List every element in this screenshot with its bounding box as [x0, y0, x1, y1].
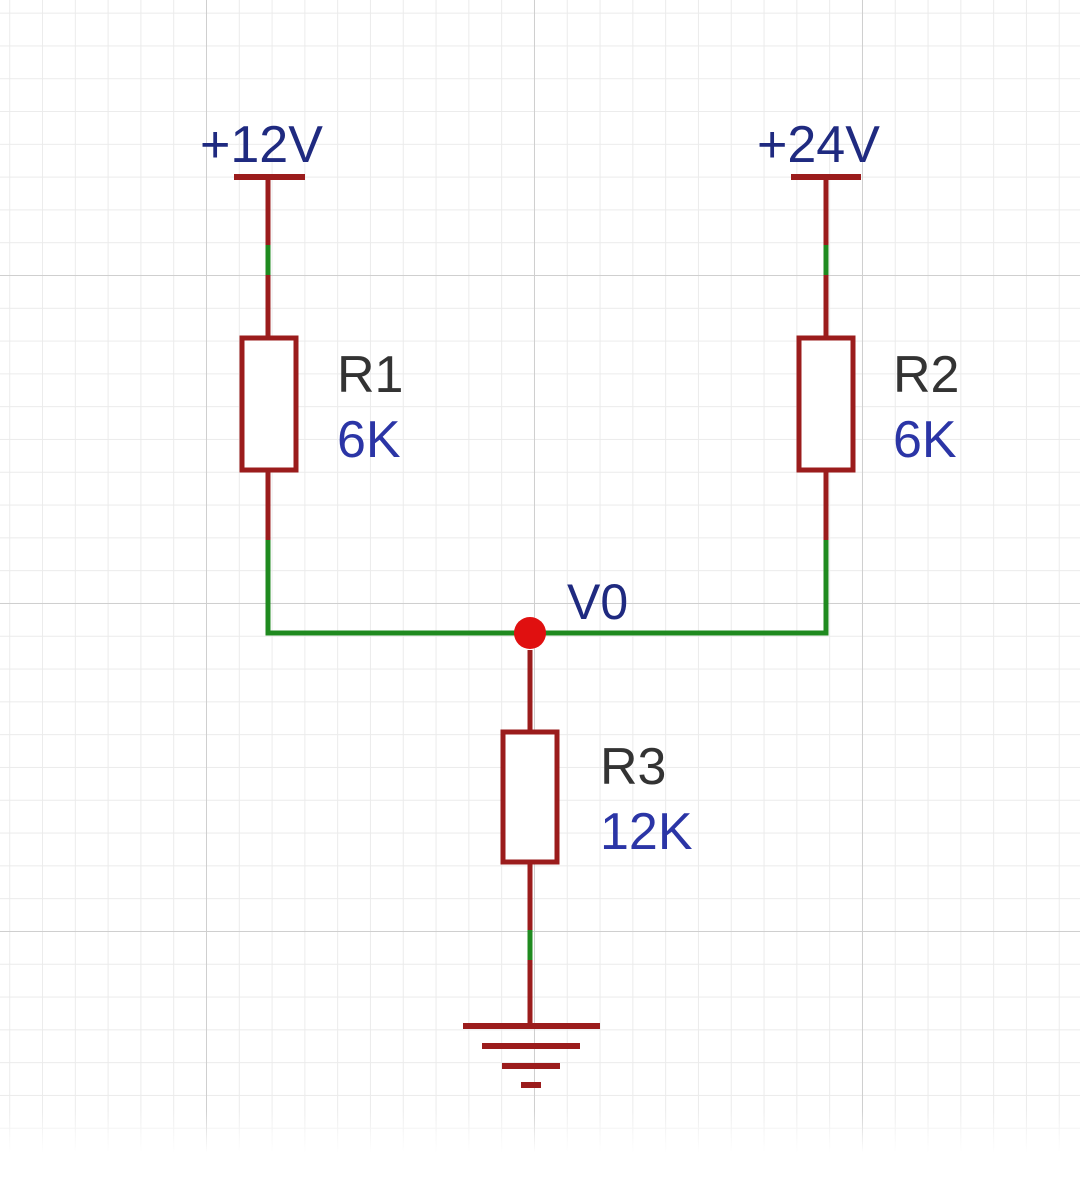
- resistor-r1-body[interactable]: [239, 335, 299, 473]
- bottom-fade: [0, 1110, 1080, 1181]
- r3-value: 12K: [600, 803, 693, 861]
- ground-icon: [463, 1023, 600, 1088]
- r2-designator: R2: [893, 346, 959, 404]
- wires: [265, 242, 829, 963]
- resistor-r3-body[interactable]: [500, 729, 560, 865]
- r1-value: 6K: [337, 411, 401, 469]
- wire-right: [527, 537, 829, 636]
- r2-value: 6K: [893, 411, 957, 469]
- power-label-24v: +24V: [757, 116, 880, 174]
- r1-designator: R1: [337, 346, 403, 404]
- power-label-12v: +12V: [200, 116, 323, 174]
- wire-left: [265, 537, 533, 636]
- leads: [265, 178, 829, 1026]
- net-label-v0: V0: [567, 574, 628, 630]
- junction-dot[interactable]: [514, 617, 546, 649]
- resistor-r2-body[interactable]: [796, 335, 856, 473]
- r3-designator: R3: [600, 738, 666, 796]
